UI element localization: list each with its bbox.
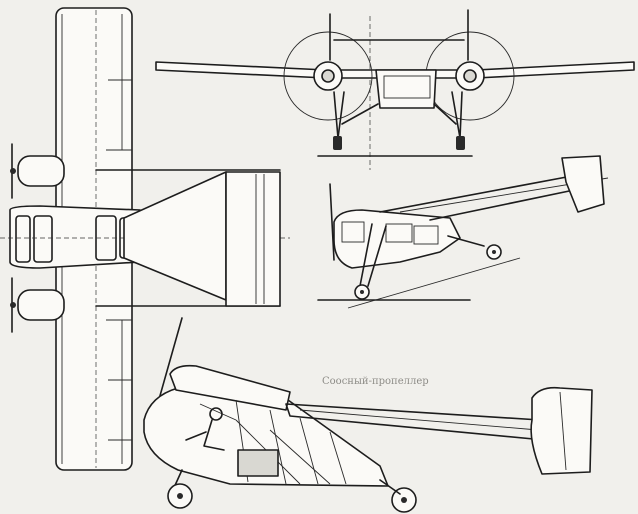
front-view-engines [313,61,485,91]
front-view-gear [333,91,465,150]
perspective-fin [530,386,593,475]
top-view-tail [95,169,281,307]
front-view-fuselage [375,69,437,109]
left-prop-disc [283,31,373,121]
caption-fragment: Соосный-пропеллер [322,376,429,387]
top-view-engines [10,143,65,333]
perspective-view [143,317,593,513]
front-view [155,9,635,170]
side-view [317,155,609,309]
top-view [0,7,290,471]
side-view-fuselage [333,209,461,269]
